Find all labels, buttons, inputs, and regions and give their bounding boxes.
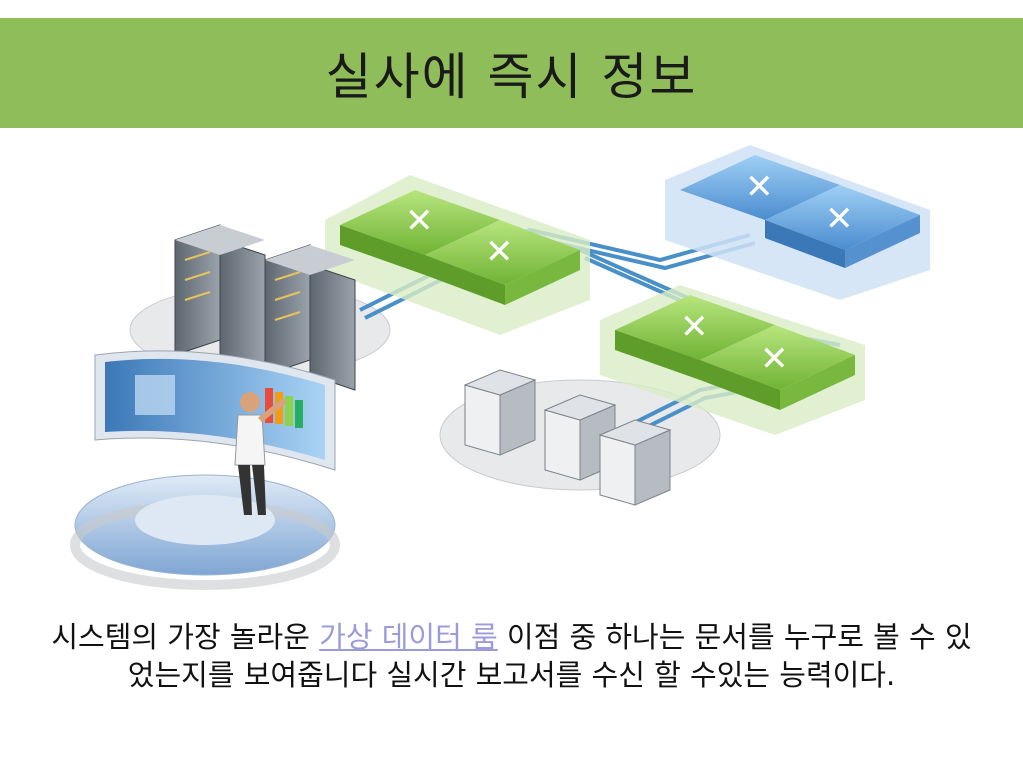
slide-title: 실사에 즉시 정보 bbox=[325, 48, 698, 106]
caption-text-after: 이점 중 하나는 문서를 누구로 볼 수 있었는지를 보여줍니다 실시간 보고서… bbox=[127, 620, 972, 692]
virtual-data-room-link[interactable]: 가상 데이터 룸 bbox=[319, 620, 498, 654]
caption-text-before: 시스템의 가장 놀라운 bbox=[51, 620, 320, 654]
title-bar: 실사에 즉시 정보 bbox=[0, 18, 1023, 128]
desktop-tower-icon bbox=[463, 369, 672, 506]
svg-text:✕: ✕ bbox=[405, 201, 434, 241]
network-switch-icon: ✕ ✕ bbox=[325, 175, 590, 335]
slide-caption: 시스템의 가장 놀라운 가상 데이터 룸 이점 중 하나는 문서를 누구로 볼 … bbox=[50, 618, 973, 694]
svg-text:✕: ✕ bbox=[760, 339, 789, 379]
svg-text:✕: ✕ bbox=[745, 167, 774, 207]
network-switch-icon: ✕ ✕ bbox=[665, 145, 930, 300]
svg-text:✕: ✕ bbox=[485, 232, 514, 272]
server-rack-icon bbox=[174, 224, 356, 391]
network-illustration: ✕ ✕ ✕ ✕ ✕ ✕ bbox=[70, 145, 930, 590]
svg-text:✕: ✕ bbox=[825, 199, 854, 239]
touch-display-icon bbox=[94, 350, 336, 471]
user-figure-icon bbox=[234, 392, 287, 515]
network-switch-icon: ✕ ✕ bbox=[600, 285, 865, 435]
svg-text:✕: ✕ bbox=[680, 307, 709, 347]
